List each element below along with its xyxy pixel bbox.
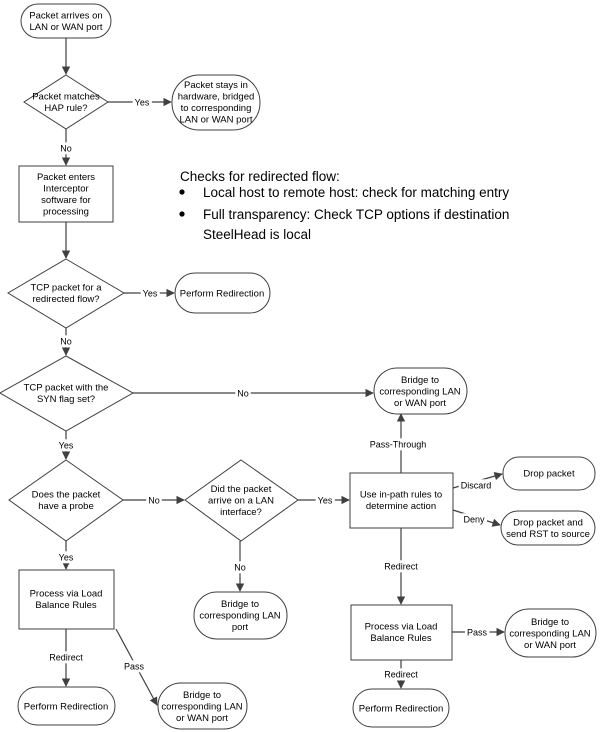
edge-label-redirect-mid: Redirect xyxy=(384,561,418,571)
lan-decision-shape xyxy=(184,459,299,542)
edge-label-probe-yes: Yes xyxy=(59,552,74,562)
note-item-2: Full transparency: Check TCP options if … xyxy=(203,207,509,242)
inpath-rules-node-shape xyxy=(349,472,454,529)
edge-label-background xyxy=(232,561,248,574)
edge-label-probe-no: No xyxy=(148,495,160,505)
edge-label-redirected-yes: Yes xyxy=(143,288,158,298)
edge-label-lan-no: No xyxy=(234,562,246,572)
edge-label-background xyxy=(56,551,76,564)
edge-label-pass-right: Pass xyxy=(467,627,488,637)
drop-packet-shape xyxy=(502,456,596,491)
edge-label-background xyxy=(56,439,76,452)
lb-left-node-shape xyxy=(18,569,115,630)
bridge-right-lb-shape xyxy=(504,608,597,658)
redirect-bottom-left-shape xyxy=(17,686,116,726)
edge-label-deny: Deny xyxy=(463,514,485,524)
redirected-decision-shape xyxy=(7,258,125,329)
bridge-bottom-mid-shape xyxy=(157,682,248,730)
edge-label-redirect-left: Redirect xyxy=(49,652,83,662)
edge-label-syn-yes: Yes xyxy=(59,440,74,450)
edge-label-background xyxy=(315,494,335,507)
edge-label-background xyxy=(464,626,490,639)
edge-label-pass-left: Pass xyxy=(124,661,145,671)
note-bullet-2 xyxy=(179,211,185,217)
start-node-shape xyxy=(20,3,112,39)
perform-redirection-top-shape xyxy=(174,272,271,314)
redirect-bottom-right-shape xyxy=(352,688,450,728)
edge-label-background xyxy=(58,335,74,348)
redirect-bottom-left-label: Perform Redirection xyxy=(24,701,108,712)
edge-label-hap-no: No xyxy=(60,143,72,153)
edge-label-background xyxy=(461,513,488,526)
redirect-bottom-right-label: Perform Redirection xyxy=(359,703,443,714)
syn-decision-shape xyxy=(0,355,135,432)
edge-label-discard: Discard xyxy=(461,480,492,490)
hap-decision-shape xyxy=(23,74,109,130)
edge-label-background xyxy=(146,494,162,507)
edge-label-lan-yes: Yes xyxy=(318,495,333,505)
edge-label-background xyxy=(121,660,147,673)
drop-packet-label: Drop packet xyxy=(523,468,575,479)
edge-label-background xyxy=(140,287,160,300)
redirected-flow-note: Checks for redirected flow: Local host t… xyxy=(179,169,509,242)
edge-label-hap-yes: Yes xyxy=(135,97,150,107)
edge-label-background xyxy=(382,668,421,681)
edge-label-background xyxy=(47,651,86,664)
edge-label-background xyxy=(367,438,429,451)
edge-label-pass-through: Pass-Through xyxy=(370,439,427,449)
drop-rst-shape xyxy=(500,510,596,546)
note-bullet-1 xyxy=(179,189,185,195)
note-title: Checks for redirected flow: xyxy=(180,169,340,184)
edge-label-syn-no: No xyxy=(237,388,249,398)
probe-decision-shape xyxy=(8,459,124,542)
hap-stays-node-shape xyxy=(171,74,261,131)
perform-redirection-top-label: Perform Redirection xyxy=(180,288,264,299)
bridge-lan-mid-shape xyxy=(193,591,288,640)
edge-label-background xyxy=(235,387,251,400)
interceptor-node-shape xyxy=(18,165,114,223)
lb-right-node-shape xyxy=(350,604,453,661)
edge-label-redirect-right: Redirect xyxy=(384,669,418,679)
edge-label-background xyxy=(382,560,421,573)
bridge-top-right-shape xyxy=(373,367,468,415)
note-item-1: Local host to remote host: check for mat… xyxy=(203,185,509,200)
edge-label-background xyxy=(458,479,494,492)
edge-label-background xyxy=(58,142,74,155)
edge-label-background xyxy=(132,96,152,109)
edge-label-redirected-no: No xyxy=(60,336,72,346)
